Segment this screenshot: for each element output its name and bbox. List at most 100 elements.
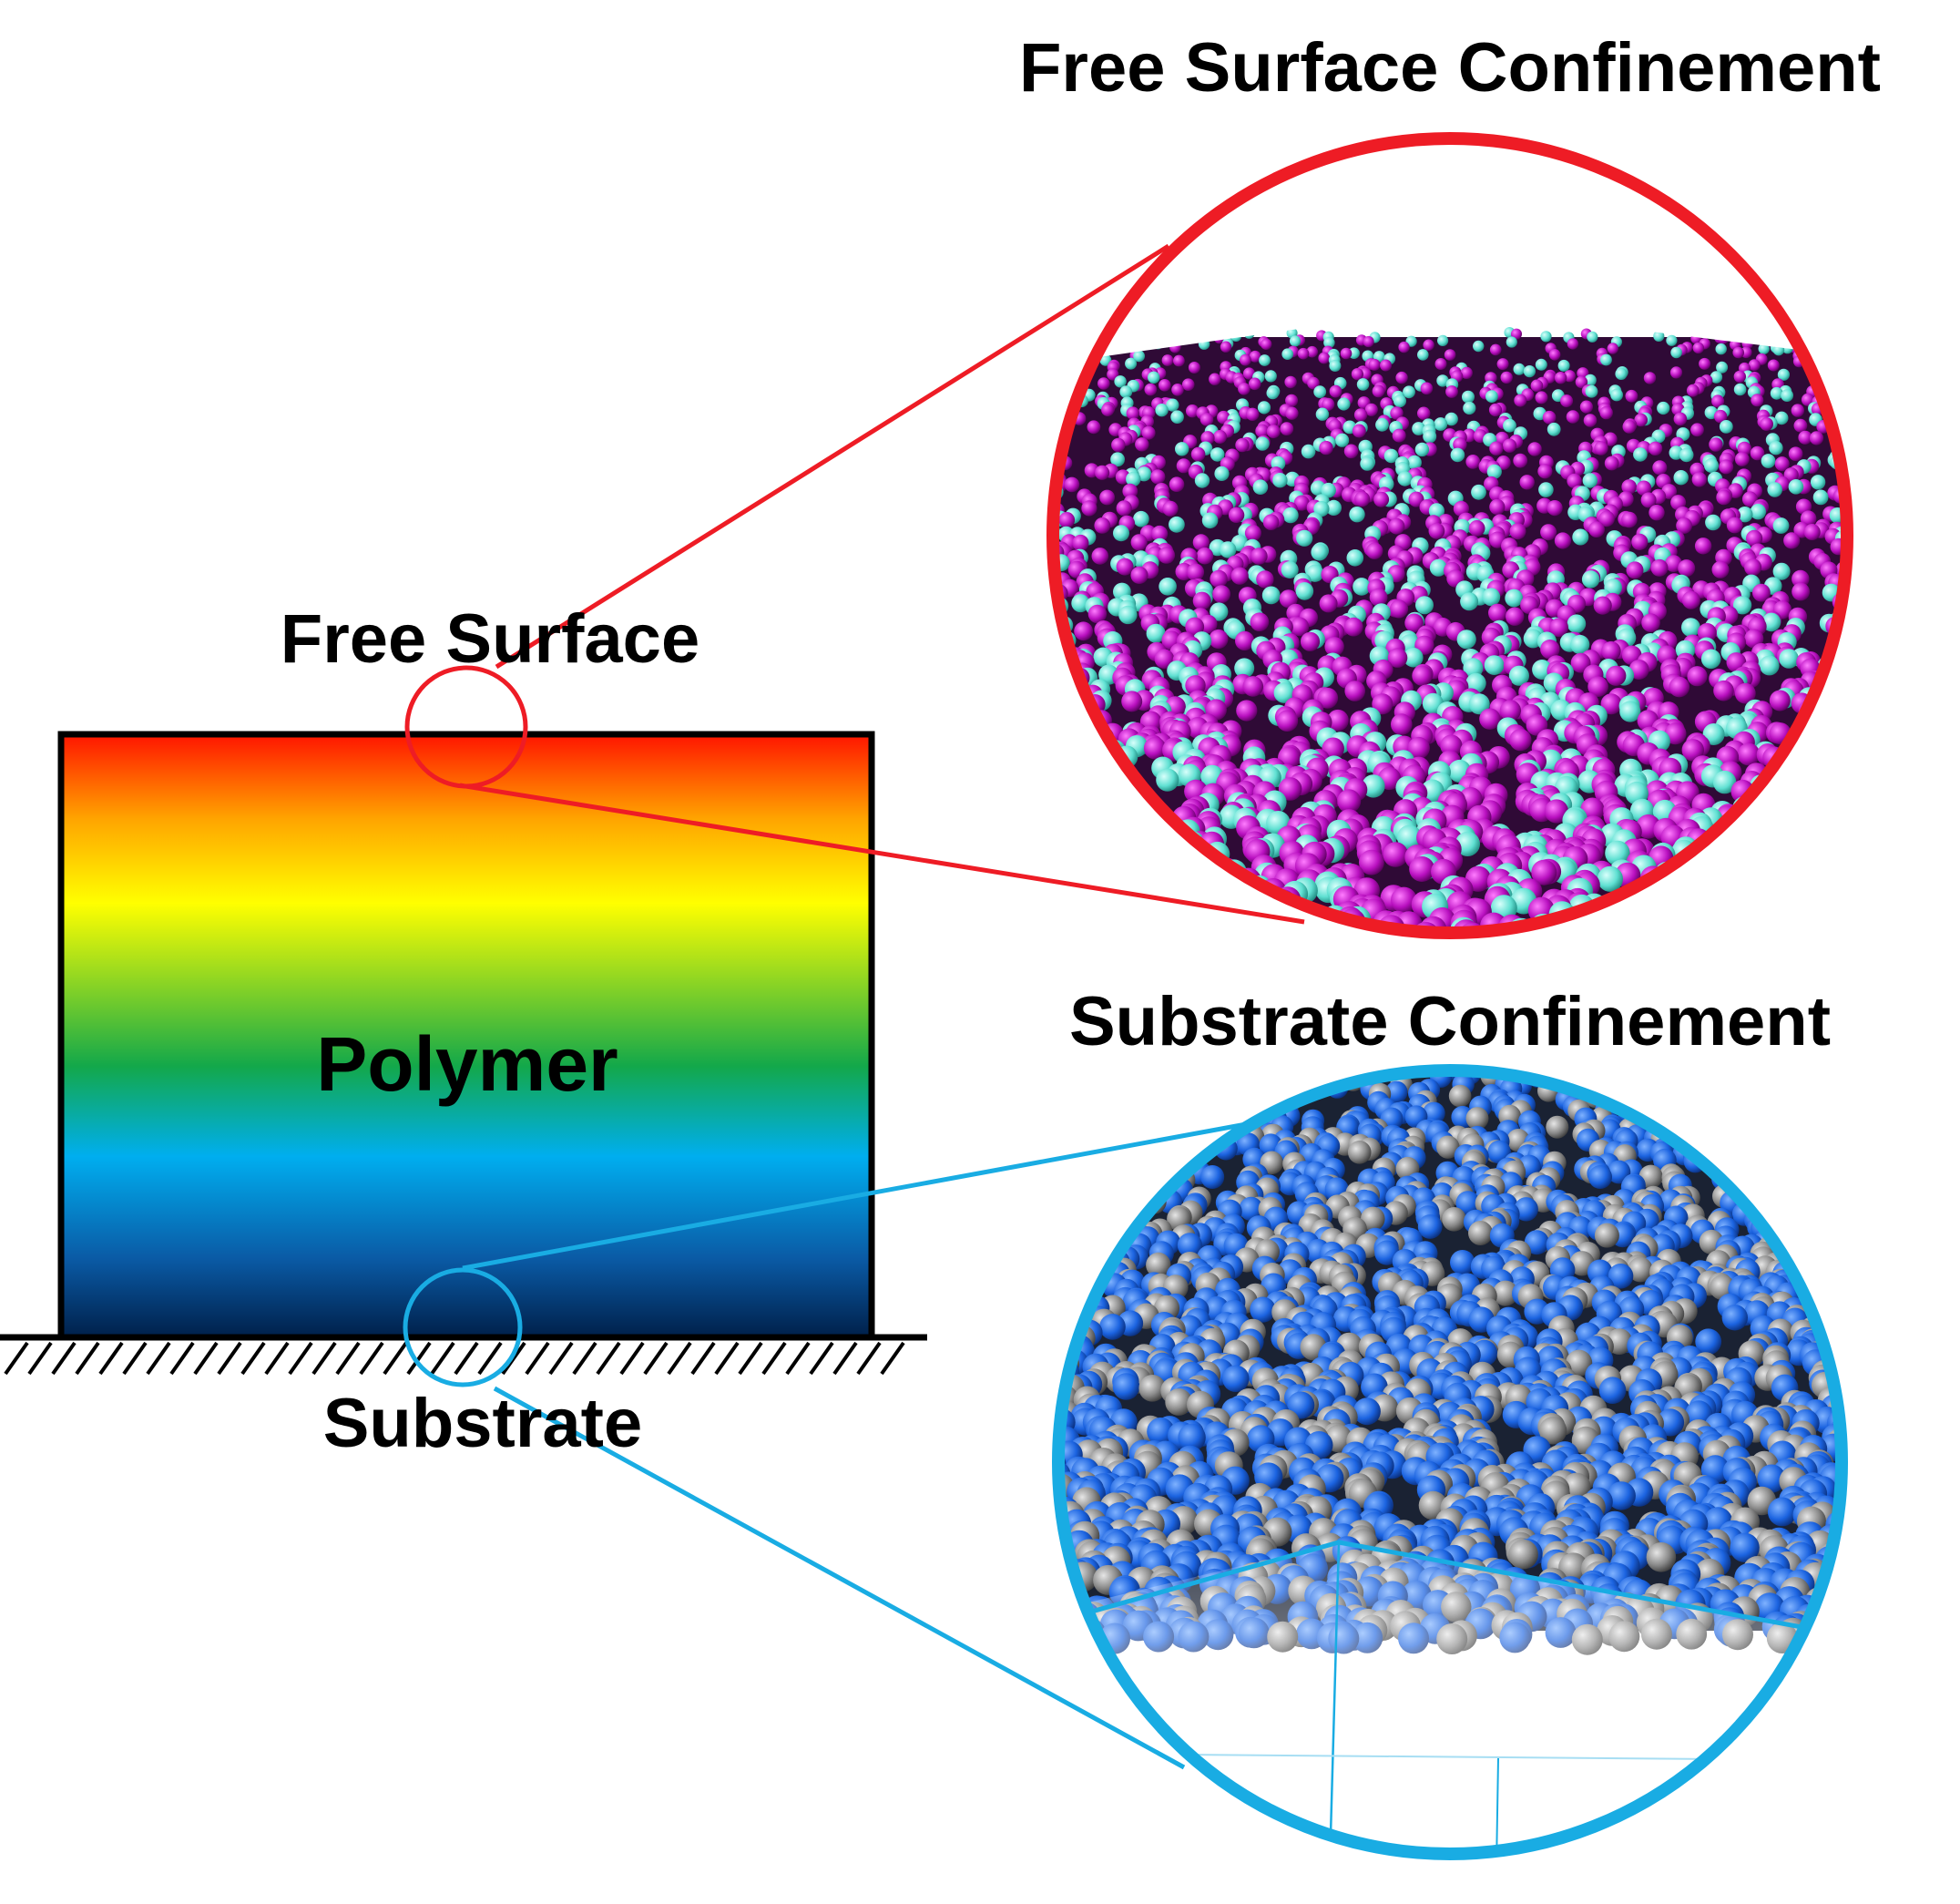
bead <box>1301 444 1316 459</box>
bead <box>1273 682 1295 703</box>
bead <box>1781 1110 1805 1133</box>
bead <box>1841 397 1847 411</box>
bead <box>1125 357 1138 370</box>
bead <box>1141 1091 1165 1115</box>
bead <box>1366 542 1383 559</box>
bead <box>1060 701 1082 723</box>
bead <box>1669 915 1696 933</box>
bead <box>1794 912 1822 933</box>
bead <box>1781 812 1806 836</box>
bead <box>1767 906 1794 933</box>
hatch-mark <box>761 1341 787 1376</box>
bead <box>1676 517 1692 534</box>
bead <box>1594 441 1608 456</box>
bead <box>1665 555 1682 572</box>
bead <box>1141 1111 1165 1134</box>
bead <box>1221 1100 1245 1123</box>
bead <box>1796 793 1821 817</box>
bead <box>1107 901 1134 928</box>
hatch-mark <box>501 1341 526 1376</box>
bead <box>1130 900 1158 927</box>
bead <box>1794 834 1820 860</box>
bead <box>1488 403 1503 417</box>
bead <box>1607 343 1619 354</box>
bead <box>1708 906 1736 933</box>
bead <box>1509 729 1532 752</box>
bead <box>1058 1594 1074 1626</box>
bead <box>1085 775 1109 799</box>
bead <box>1361 1206 1385 1232</box>
bead <box>1709 437 1723 452</box>
hatch-mark <box>548 1341 574 1376</box>
bead <box>1746 1179 1771 1203</box>
bead <box>1842 1620 1873 1651</box>
bead <box>1598 1070 1620 1087</box>
bead <box>1344 681 1365 701</box>
bead <box>1650 913 1678 933</box>
bead <box>1496 358 1509 371</box>
bead <box>1423 429 1437 444</box>
bead <box>1133 510 1149 527</box>
bead <box>1785 920 1812 933</box>
bead <box>1169 1140 1193 1164</box>
bead <box>1252 479 1269 495</box>
bead <box>1799 840 1824 866</box>
bead <box>1748 359 1761 372</box>
bead <box>1468 520 1485 537</box>
bead <box>1266 425 1281 439</box>
bead <box>1143 737 1167 760</box>
bead <box>1255 424 1270 438</box>
bead <box>1557 359 1570 372</box>
bead <box>1699 357 1711 370</box>
bead <box>1066 1250 1091 1276</box>
bead <box>1099 1314 1126 1340</box>
hatch-mark <box>619 1341 645 1376</box>
bead <box>1783 1088 1807 1111</box>
bead <box>1062 788 1087 813</box>
bead <box>1719 459 1734 475</box>
bead <box>1108 840 1134 865</box>
bead <box>1065 822 1090 847</box>
bead <box>1547 500 1563 517</box>
bead <box>1669 676 1690 698</box>
bead <box>1210 602 1229 621</box>
bead <box>1479 708 1501 730</box>
bead <box>1460 366 1473 379</box>
bead <box>1843 844 1847 870</box>
bead <box>1160 1111 1184 1134</box>
bead <box>1325 499 1342 517</box>
bead <box>1822 327 1833 339</box>
bead <box>1624 904 1652 931</box>
bead <box>1129 1117 1153 1141</box>
bead <box>1511 328 1522 340</box>
bead <box>1758 812 1782 837</box>
bead <box>1848 465 1863 479</box>
bead <box>1737 742 1761 766</box>
bead <box>1527 442 1542 456</box>
bead <box>1072 894 1099 921</box>
bead <box>1140 1142 1164 1167</box>
bead <box>1804 1092 1828 1115</box>
bead <box>1718 845 1744 871</box>
bead <box>1128 1162 1152 1187</box>
bead <box>1081 769 1106 793</box>
bead <box>1383 448 1399 464</box>
bead <box>1710 371 1723 384</box>
bead <box>1067 1073 1090 1097</box>
bead <box>1159 1093 1183 1117</box>
bead <box>1774 1146 1799 1171</box>
bead <box>1053 911 1070 933</box>
bead <box>1183 922 1211 933</box>
bead <box>1197 1095 1220 1119</box>
bead <box>1733 596 1752 615</box>
bead <box>1125 896 1152 923</box>
bead <box>1695 1328 1722 1356</box>
hatch-mark <box>98 1341 124 1376</box>
bead <box>1097 377 1110 390</box>
bead <box>1053 895 1079 922</box>
bead <box>1712 770 1737 794</box>
bead <box>1391 886 1417 914</box>
bead <box>1589 916 1618 933</box>
bead <box>1784 824 1810 850</box>
bead <box>1615 367 1628 380</box>
